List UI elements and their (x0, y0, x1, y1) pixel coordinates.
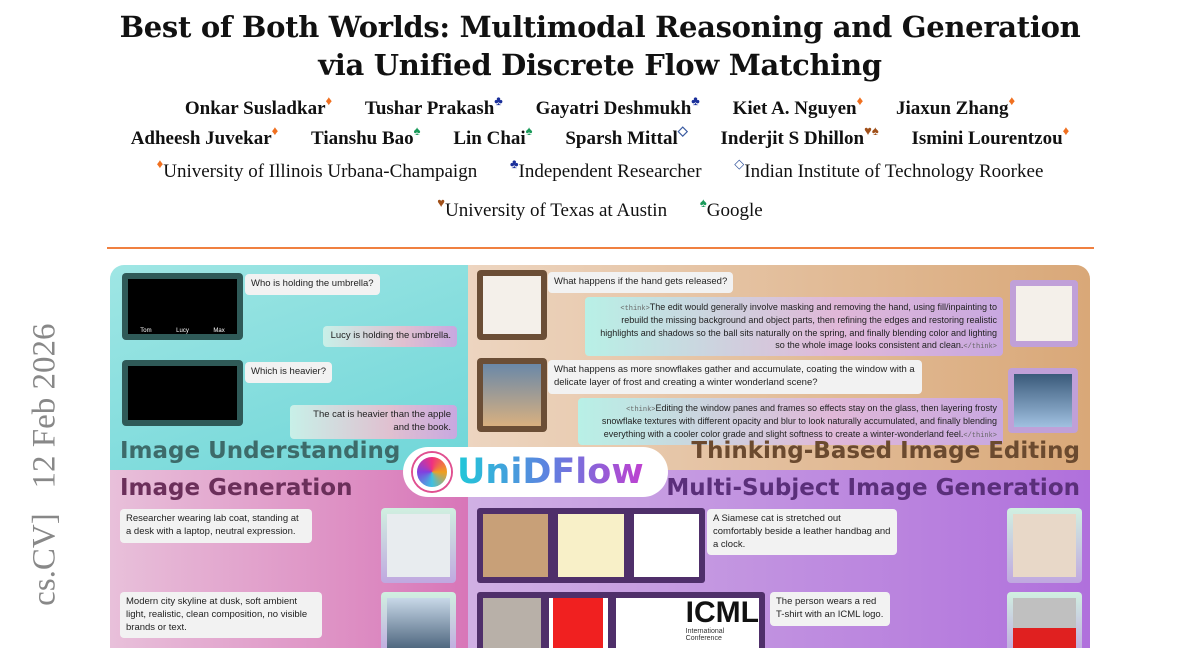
prompt-bubble: Researcher wearing lab coat, standing at… (120, 509, 312, 543)
author: Kiet A. Nguyen♦ (732, 93, 864, 120)
prompt-bubble: The person wears a red T-shirt with an I… (770, 592, 890, 626)
multi-output-image (1007, 508, 1082, 583)
answer-bubble: The cat is heavier than the apple and th… (290, 405, 457, 439)
affiliation: ◇Indian Institute of Technology Roorkee (734, 156, 1044, 183)
author: Lin Chai♠ (453, 123, 533, 150)
authors-line1: Onkar Susladkar♦ Tushar Prakash♣ Gayatri… (0, 93, 1200, 120)
edited-spring-image (1010, 280, 1078, 347)
authors-line2: Adheesh Juvekar♦ Tianshu Bao♠ Lin Chai♠ … (0, 123, 1200, 150)
prompt-bubble: A Siamese cat is stretched out comfortab… (707, 509, 897, 556)
panel-thinking-editing: What happens if the hand gets released? … (468, 265, 1090, 470)
question-bubble: Which is heavier? (245, 362, 332, 383)
paper-title-line2: via Unified Discrete Flow Matching (318, 48, 882, 82)
author: Adheesh Juvekar♦ (130, 123, 279, 150)
panel-image-understanding: Tom Lucy Max Who is holding the umbrella… (110, 265, 468, 470)
affiliations-line2: ♥University of Texas at Austin ♠Google (0, 195, 1200, 222)
image-label: Tom (140, 328, 152, 334)
panel-image-generation: Image Generation Researcher wearing lab … (110, 470, 468, 648)
question-bubble: What happens as more snowflakes gather a… (548, 360, 922, 394)
author: Jiaxun Zhang♦ (895, 93, 1016, 120)
arxiv-side-label: cs.CV] 12 Feb 2026 (26, 323, 63, 606)
affiliation: ♦University of Illinois Urbana-Champaign (156, 156, 478, 183)
author: Sparsh Mittal◇ (565, 123, 688, 150)
hand-spring-image (477, 270, 547, 340)
panel-multi-subject: Multi-Subject Image Generation A Siamese… (468, 470, 1090, 648)
umbrella-image: Tom Lucy Max (122, 273, 243, 340)
question-bubble: What happens if the hand gets released? (548, 272, 734, 293)
skyline-image (381, 592, 456, 648)
author: Inderjit S Dhillon♥♠ (720, 123, 879, 150)
affiliation: ♠Google (699, 195, 763, 222)
divider (107, 247, 1094, 249)
author: Onkar Susladkar♦ (184, 93, 333, 120)
image-label: Lucy (176, 328, 189, 334)
unidflow-logo: UniDFlow (403, 447, 668, 497)
cat-image (483, 514, 549, 577)
author: Tianshu Bao♠ (311, 123, 421, 150)
multi-output-image (1007, 592, 1082, 648)
question-bubble: Who is holding the umbrella? (245, 274, 380, 295)
section-title: Image Understanding (120, 438, 401, 464)
window-image (477, 358, 547, 432)
author: Ismini Lourentzou♦ (911, 123, 1070, 150)
affiliation: ♥University of Texas at Austin (437, 195, 668, 222)
section-title: Thinking-Based Image Editing (691, 438, 1080, 464)
author: Tushar Prakash♣ (364, 93, 503, 120)
section-title: Multi-Subject Image Generation (666, 475, 1080, 501)
affiliation: ♣Independent Researcher (509, 156, 702, 183)
section-title: Image Generation (120, 475, 353, 501)
paper-title-line1: Best of Both Worlds: Multimodal Reasonin… (119, 10, 1081, 44)
clock-image (558, 514, 624, 577)
input-images-strip (477, 508, 705, 583)
red-tshirt-image (553, 598, 604, 648)
icml-logo-image: ICML International Conference (615, 598, 759, 648)
person-image (483, 598, 542, 648)
handbag-image (633, 514, 699, 577)
logo-icon (413, 453, 451, 491)
input-images-strip: ICML International Conference (477, 592, 765, 648)
think-bubble: <think>Editing the window panes and fram… (578, 398, 1003, 446)
balance-scale-image (122, 360, 243, 426)
prompt-bubble: Modern city skyline at dusk, soft ambien… (120, 592, 322, 639)
frosted-window-image (1008, 368, 1078, 433)
image-label: Max (213, 328, 225, 334)
answer-bubble: Lucy is holding the umbrella. (323, 326, 457, 347)
affiliations-line1: ♦University of Illinois Urbana-Champaign… (0, 156, 1200, 183)
author: Gayatri Deshmukh♣ (535, 93, 700, 120)
think-bubble: <think>The edit would generally involve … (585, 297, 1003, 357)
researcher-image (381, 508, 456, 583)
logo-text: UniDFlow (457, 452, 644, 492)
